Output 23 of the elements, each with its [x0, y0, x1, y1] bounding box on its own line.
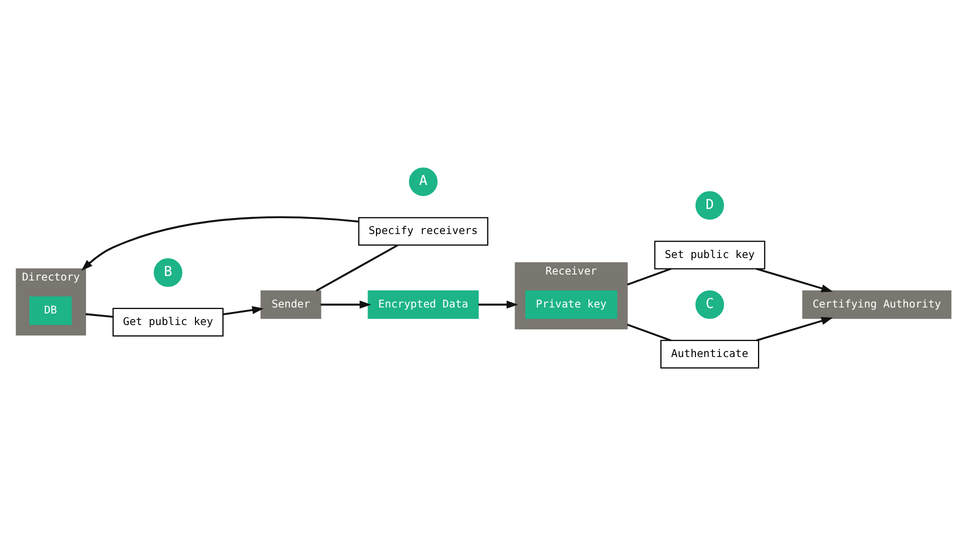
- node-box: Specify receivers: [358, 217, 488, 246]
- arrow: [320, 300, 372, 309]
- node-box: Private key: [525, 290, 618, 319]
- node-circle: C: [695, 290, 724, 319]
- node-box: Get public key: [112, 308, 224, 336]
- node-circle: B: [154, 258, 182, 287]
- node-box: Set public key: [654, 240, 766, 270]
- node-box: Authenticate: [660, 340, 760, 369]
- node-box: Sender: [260, 290, 322, 319]
- node-circle: A: [408, 167, 438, 196]
- arrow: [81, 216, 359, 271]
- node-box: DB: [29, 296, 72, 326]
- arrow: [478, 300, 518, 309]
- arrow: [756, 317, 833, 342]
- connector: [86, 313, 114, 318]
- node-box: Encrypted Data: [368, 290, 479, 319]
- node-circle: D: [695, 191, 724, 220]
- node-box: Certifying Authority: [802, 290, 952, 319]
- connector: [627, 268, 672, 286]
- connector: [316, 244, 398, 292]
- arrow: [756, 268, 833, 292]
- arrow: [222, 306, 264, 316]
- connector: [627, 324, 672, 342]
